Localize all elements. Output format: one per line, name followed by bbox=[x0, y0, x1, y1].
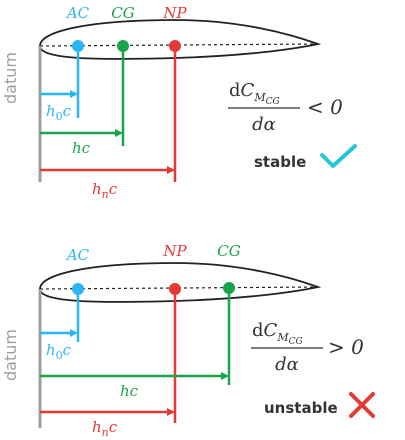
cg-point bbox=[223, 282, 235, 294]
h0c-label: h0c bbox=[46, 102, 72, 123]
result-label: unstable bbox=[264, 399, 338, 417]
hnc-label: hnc bbox=[92, 418, 118, 439]
hnc-label: hnc bbox=[92, 180, 118, 201]
stable-panel: datum AC CG NP h0c hc hnc dCMCG dα < 0 s… bbox=[1, 4, 357, 201]
cg-label: CG bbox=[217, 242, 240, 260]
datum-label: datum bbox=[1, 52, 20, 104]
ac-point bbox=[72, 283, 84, 295]
unstable-panel: datum AC NP CG h0c hc hnc dCMCG dα > 0 u… bbox=[1, 242, 375, 439]
ac-point bbox=[72, 40, 84, 52]
check-icon bbox=[320, 144, 357, 168]
np-label: NP bbox=[162, 242, 187, 260]
stability-derivative-equation: dCMCG dα < 0 bbox=[228, 80, 343, 135]
np-point bbox=[169, 40, 181, 52]
ac-label: AC bbox=[65, 246, 90, 264]
svg-text:dCMCG: dCMCG bbox=[229, 80, 280, 107]
svg-text:dα: dα bbox=[275, 354, 299, 375]
h0c-label: h0c bbox=[46, 341, 72, 362]
result-label: stable bbox=[254, 153, 306, 171]
stability-derivative-equation: dCMCG dα > 0 bbox=[251, 320, 364, 375]
cg-point bbox=[117, 40, 129, 52]
svg-text:dα: dα bbox=[252, 114, 276, 135]
airfoil-outline bbox=[39, 19, 322, 60]
hc-label: hc bbox=[120, 382, 139, 400]
svg-text:dCMCG: dCMCG bbox=[252, 320, 303, 347]
ac-label: AC bbox=[65, 4, 90, 22]
hc-label: hc bbox=[72, 139, 91, 157]
cross-icon bbox=[349, 392, 375, 418]
datum-label: datum bbox=[1, 329, 20, 381]
cg-label: CG bbox=[111, 4, 134, 22]
svg-text:> 0: > 0 bbox=[328, 335, 364, 359]
airfoil-outline bbox=[39, 262, 322, 303]
np-label: NP bbox=[162, 4, 187, 22]
np-point bbox=[169, 283, 181, 295]
svg-text:< 0: < 0 bbox=[307, 95, 343, 119]
